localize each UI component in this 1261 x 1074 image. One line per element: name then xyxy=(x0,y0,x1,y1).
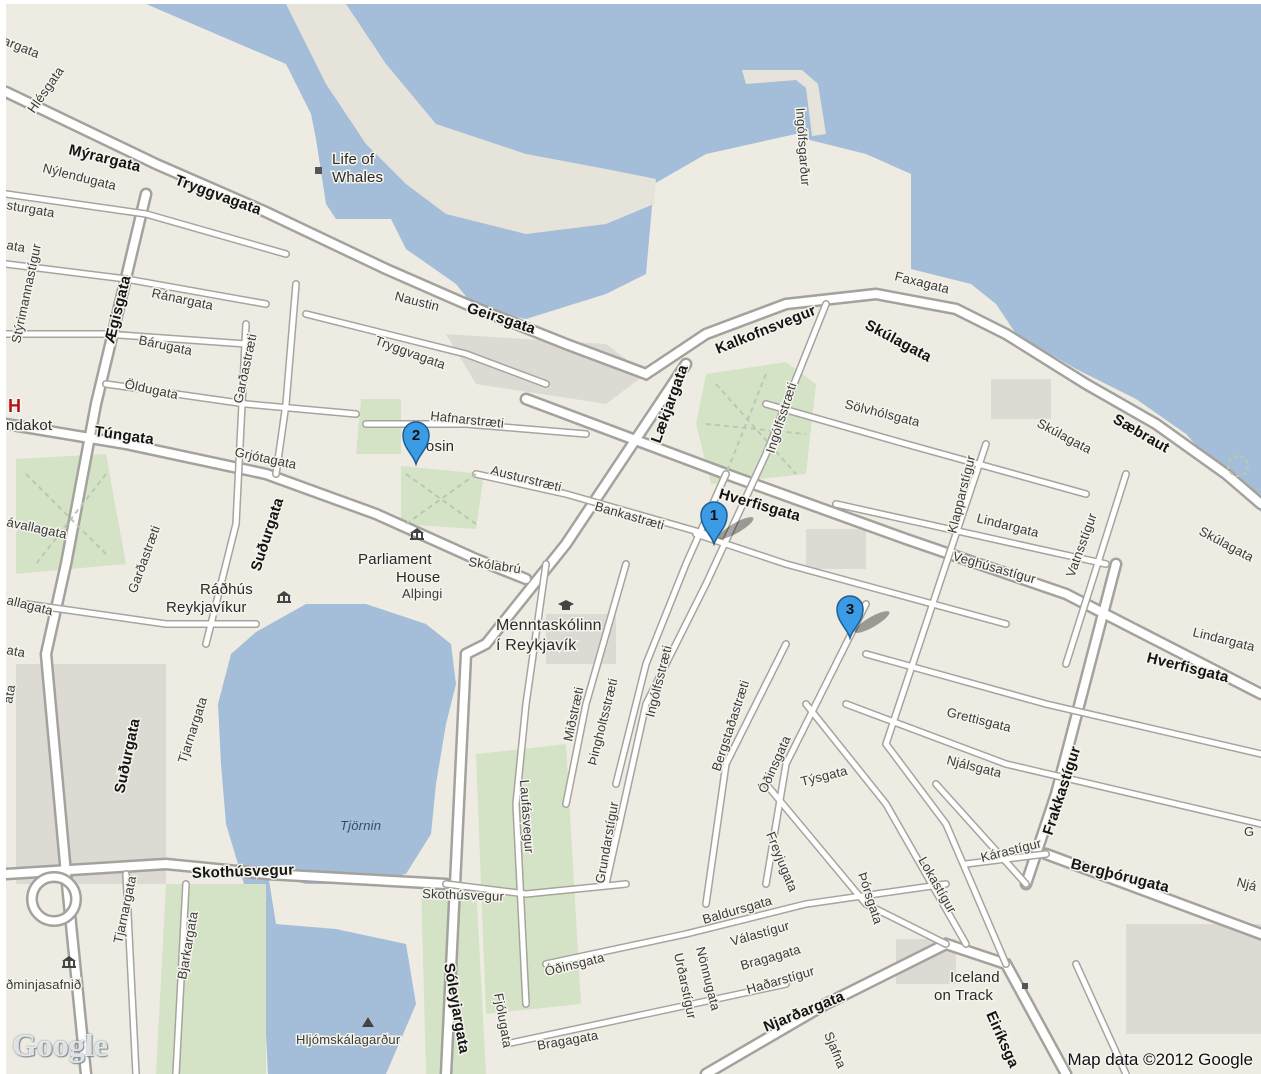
street-label: Ingólfsgarður xyxy=(793,107,813,187)
marker-label: 2 xyxy=(412,427,420,444)
parliament-icon xyxy=(410,528,424,540)
marker-shadow xyxy=(854,611,890,633)
poi-label: Hljómskálagarður xyxy=(296,1032,401,1047)
marker-3[interactable]: 3 xyxy=(836,595,892,641)
school-icon xyxy=(558,600,574,610)
map-svg[interactable]: argata Hlésgata Mýrargata Nýlendugata Tr… xyxy=(6,4,1261,1074)
street-label: ata xyxy=(6,237,27,255)
street-label: ata xyxy=(6,642,27,660)
poi-label: Iceland xyxy=(950,969,1000,986)
street-label: Skothúsvegur xyxy=(422,886,505,904)
marker-label: 3 xyxy=(846,601,854,618)
poi-label: Life of xyxy=(332,151,375,168)
marker-2[interactable]: 2 xyxy=(402,421,430,467)
poi-label: í Reykjavík xyxy=(496,637,577,654)
poi-label: Ráðhús xyxy=(200,581,253,598)
street-label: Skothúsvegur xyxy=(192,861,295,882)
park-hljomskalagardur xyxy=(156,884,266,1074)
street-label: Laufásvegur xyxy=(517,779,537,854)
iceland-on-track-icon xyxy=(1022,983,1028,989)
museum-icon xyxy=(62,956,76,968)
minor-roads xyxy=(6,190,1261,1074)
poi-label: Reykjavíkur xyxy=(166,599,247,616)
map-canvas[interactable]: argata Hlésgata Mýrargata Nýlendugata Tr… xyxy=(6,4,1261,1074)
poi-label: House xyxy=(396,569,440,586)
marker-pin-icon xyxy=(402,421,430,467)
marker-pin-icon xyxy=(836,595,864,641)
marker-label: 1 xyxy=(710,507,718,524)
hljomskalagardur-icon xyxy=(362,1017,374,1027)
poi-label: Alþingi xyxy=(402,586,442,601)
poi-labels: Life of Whales Kvosin Parliament House A… xyxy=(6,150,1001,1049)
harbour-quay xyxy=(286,4,656,234)
footpaths xyxy=(25,373,1249,565)
street-label: G xyxy=(1244,824,1254,839)
major-roads xyxy=(6,85,1261,1074)
water-label: Tjörnin xyxy=(340,818,381,833)
tjornin-lake xyxy=(218,604,456,1074)
poi-label: Menntaskólinn xyxy=(496,617,602,634)
map-attribution: Map data ©2012 Google xyxy=(1067,1050,1254,1069)
sea xyxy=(46,4,1261,512)
marker-1[interactable]: 1 xyxy=(700,501,756,547)
north-pier xyxy=(742,70,826,136)
radhus-icon xyxy=(277,591,291,603)
park-east xyxy=(476,744,581,1014)
life-of-whales-icon xyxy=(315,167,322,174)
poi-label: Whales xyxy=(332,169,383,186)
street-label: Njá xyxy=(1235,874,1259,894)
marker-shadow xyxy=(718,517,754,539)
poi-label: on Track xyxy=(934,987,993,1004)
poi-label: ndakot xyxy=(6,417,53,434)
marker-pin-icon xyxy=(700,501,728,547)
poi-label: ðminjasafnið xyxy=(6,977,81,992)
google-logo[interactable]: Google xyxy=(12,1027,108,1063)
park-arnarholl xyxy=(696,362,816,484)
poi-label: Parliament xyxy=(358,551,432,568)
hospital-icon: H xyxy=(8,396,21,416)
